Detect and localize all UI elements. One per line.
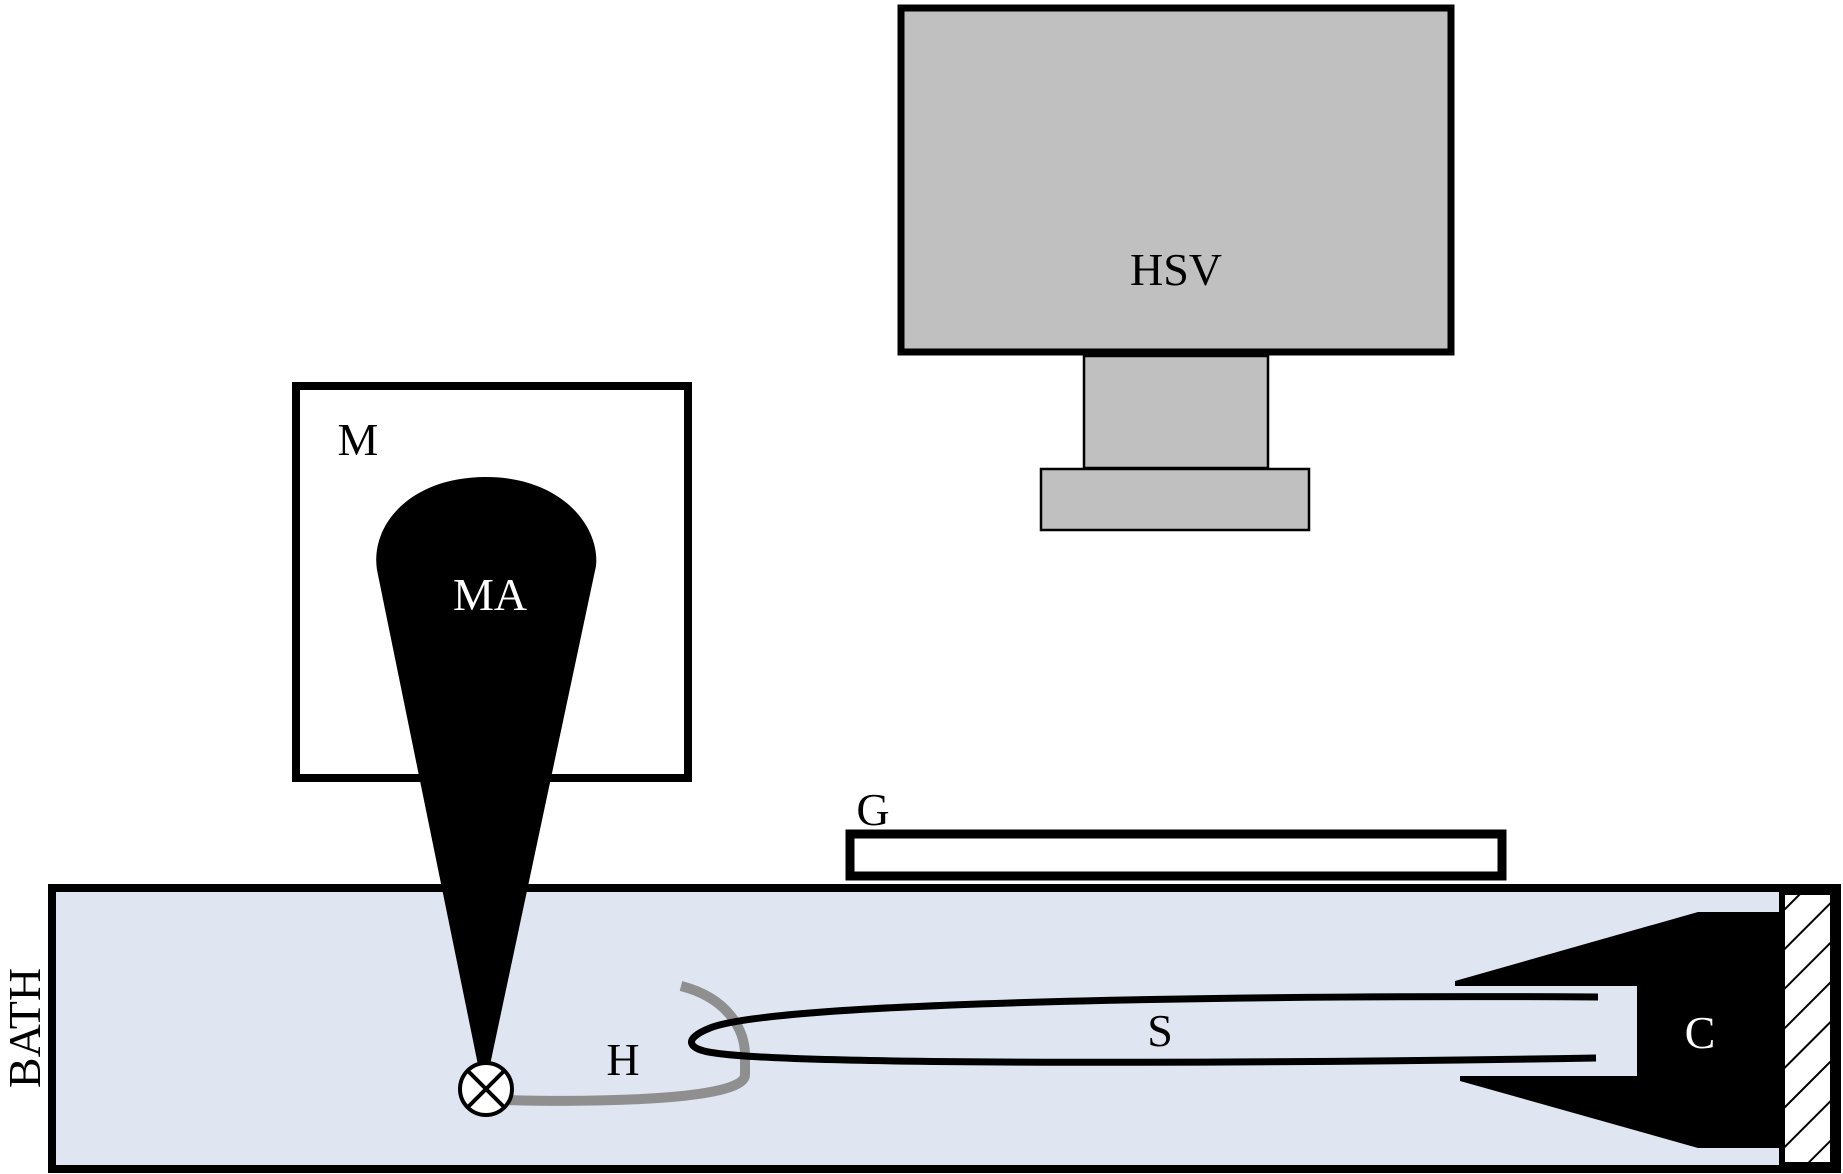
bath: BATH <box>0 884 1841 1173</box>
micropipette-label: MA <box>453 569 527 620</box>
clamp-body <box>1455 912 1782 1148</box>
glass-plate-label: G <box>856 784 889 835</box>
glass-plate-rect <box>845 829 1507 881</box>
sample-loop <box>688 993 1599 1066</box>
glass-plate: G <box>845 784 1507 881</box>
camera-neck <box>1082 354 1270 470</box>
micropipette-body <box>376 477 597 1065</box>
camera-label: HSV <box>1130 244 1222 295</box>
clamp-label: C <box>1685 1007 1716 1058</box>
hook <box>504 981 750 1106</box>
high-speed-camera: HSV <box>897 4 1455 532</box>
bath-tank <box>48 884 1841 1173</box>
camera-lens <box>1039 467 1311 532</box>
hook-label: H <box>606 1034 639 1085</box>
bath-label: BATH <box>0 968 50 1088</box>
sample-label: S <box>1147 1005 1173 1056</box>
bath-wall-hatched <box>1779 889 1836 1168</box>
camera-body <box>897 4 1455 356</box>
pivot-icon <box>458 1061 514 1117</box>
micropipette: MA <box>376 477 597 1065</box>
micromanipulator-label: M <box>338 414 379 465</box>
clamp: C <box>1455 912 1782 1148</box>
